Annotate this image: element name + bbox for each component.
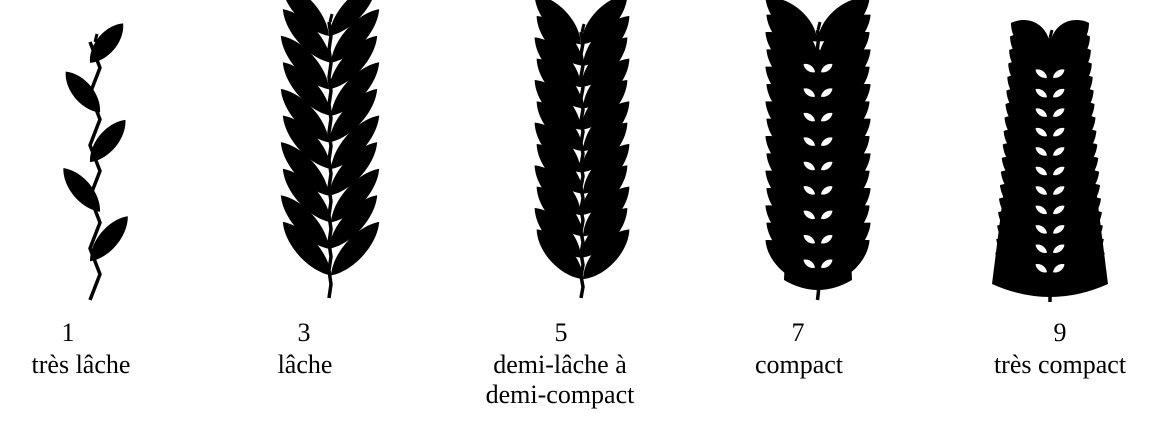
panicle-7-description: compact	[669, 350, 929, 380]
panicle-9-description: très compact	[930, 350, 1152, 380]
panicle-9-description-line-1: très compact	[930, 350, 1152, 380]
panicle-7-rachis	[818, 30, 819, 300]
panicle-5-description-line-2: demi-compact	[430, 380, 690, 410]
panicle-1-spikelet	[83, 210, 136, 268]
panicle-5-tip	[582, 24, 584, 32]
panicle-5-description-line-1: demi-lâche à	[430, 350, 690, 380]
panicle-3-drawing	[273, 0, 387, 298]
panicle-7-tip	[818, 22, 820, 30]
panicle-3-score: 3	[284, 318, 324, 348]
panicle-1-spikelet	[58, 65, 107, 118]
panicle-9-tip	[1050, 30, 1052, 38]
panicle-9-score: 9	[1040, 318, 1080, 348]
panicle-3-tip	[330, 14, 332, 22]
panicle-3-description: lâche	[175, 350, 435, 380]
panicle-1-drawing	[56, 17, 135, 300]
panicle-5-drawing	[526, 0, 637, 298]
panicle-9-drawing	[988, 12, 1112, 302]
panicle-1-rachis	[90, 42, 100, 300]
panicle-7-drawing	[757, 0, 879, 300]
panicle-3-description-line-1: lâche	[175, 350, 435, 380]
panicle-1-tip	[95, 34, 97, 42]
panicle-7-score: 7	[778, 318, 818, 348]
panicle-3-rachis	[329, 22, 331, 298]
panicle-1-score: 1	[48, 318, 88, 348]
panicle-5-score: 5	[541, 318, 581, 348]
panicle-7-description-line-1: compact	[669, 350, 929, 380]
panicle-5-description: demi-lâche à demi-compact	[430, 350, 690, 410]
